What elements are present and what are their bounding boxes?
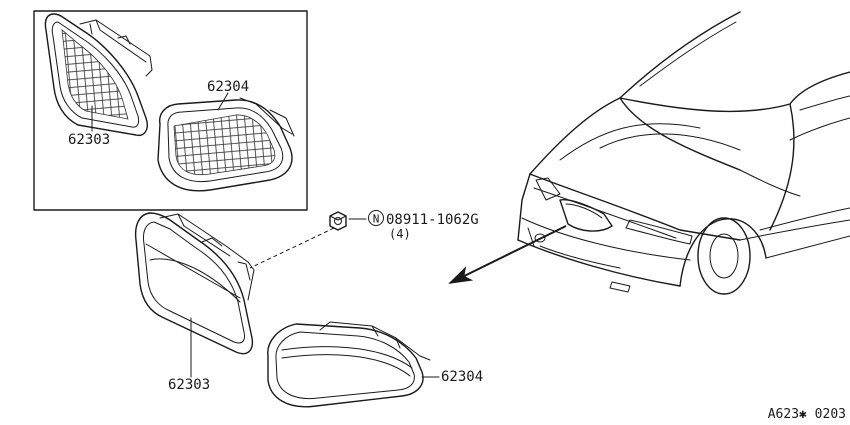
fastener-quantity: (4) — [389, 227, 411, 241]
leader-inset-62304 — [217, 92, 229, 111]
car-front-illustration — [517, 11, 850, 295]
drawing-code: A623✱ 0203 — [768, 407, 846, 422]
fastener-dashed-line — [249, 227, 335, 269]
inset-grille-right — [157, 97, 295, 192]
inset-frame — [33, 10, 308, 211]
n-symbol-letter: N — [373, 213, 380, 226]
location-arrow — [448, 225, 567, 284]
inset-label-62303: 62303 — [68, 132, 110, 148]
n-symbol-circle — [368, 210, 384, 226]
main-grille-left — [134, 212, 255, 355]
main-label-62304: 62304 — [441, 369, 483, 385]
fastener-nut — [329, 211, 347, 231]
inset-grille-left — [44, 13, 153, 137]
fastener-part-number: 08911-1062G — [386, 212, 479, 228]
main-label-62303: 62303 — [168, 377, 210, 393]
inset-label-62304: 62304 — [207, 79, 249, 95]
main-grille-right — [267, 321, 431, 408]
